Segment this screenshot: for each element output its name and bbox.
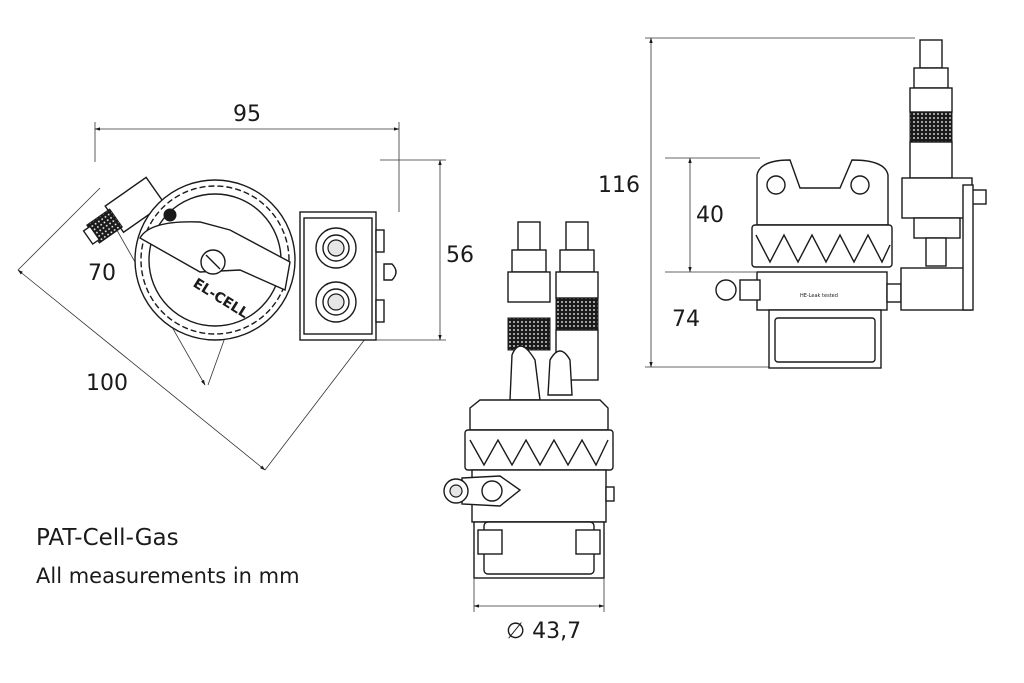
side-view: 116 40 74 <box>598 37 987 369</box>
dimension-diameter: ∅ 43,7 <box>473 578 605 644</box>
dimension-diameter-label: ∅ 43,7 <box>506 619 581 644</box>
dimension-total-height: 116 <box>598 37 915 368</box>
dimension-body-height-label: 74 <box>672 307 700 332</box>
caption-title: PAT-Cell-Gas <box>36 525 179 551</box>
dimension-height-label: 56 <box>446 243 474 268</box>
dimension-diagonal-long-label: 100 <box>86 371 128 396</box>
dimension-height: 56 <box>376 159 474 341</box>
caption-subtitle: All measurements in mm <box>36 564 300 588</box>
dimension-cap-height: 40 <box>665 157 760 273</box>
dimension-diagonal-short-label: 70 <box>88 261 116 286</box>
vertical-fitting <box>901 39 987 267</box>
dimension-cap-height-label: 40 <box>696 203 724 228</box>
dimension-width: 95 <box>94 102 400 212</box>
cell-body-side: HE-Leak tested <box>715 184 974 369</box>
dimension-total-height-label: 116 <box>598 173 640 198</box>
cell-cap-front <box>464 399 614 471</box>
top-view: 95 56 100 70 <box>17 102 474 471</box>
valve-block-top <box>299 211 397 341</box>
angled-connector <box>82 176 166 246</box>
cell-body-top: EL-CELL <box>134 179 296 341</box>
cell-cap-side <box>751 159 893 268</box>
body-label: HE-Leak tested <box>800 293 838 299</box>
gas-fittings <box>507 221 599 401</box>
dimension-width-label: 95 <box>233 102 261 127</box>
caption: PAT-Cell-Gas All measurements in mm <box>36 525 300 588</box>
cell-body-front <box>443 469 615 579</box>
dimension-diagonal-long: 100 <box>17 187 373 471</box>
front-view: ∅ 43,7 <box>443 221 615 644</box>
